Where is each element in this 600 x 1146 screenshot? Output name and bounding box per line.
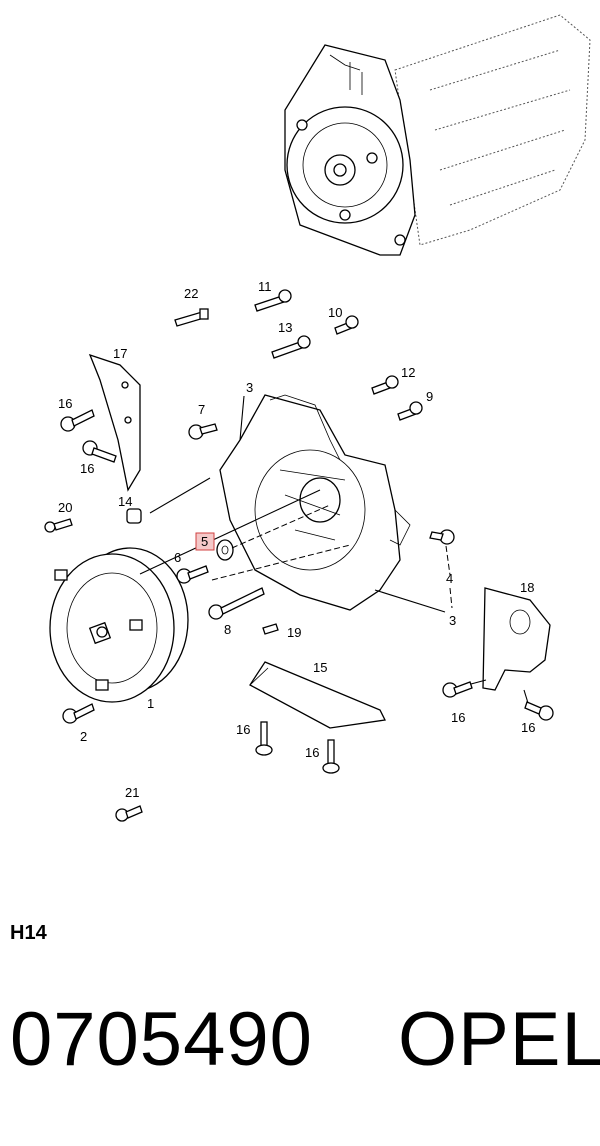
callout-17: 17 xyxy=(113,346,127,361)
callout-7: 7 xyxy=(198,402,205,417)
callout-12: 12 xyxy=(401,365,415,380)
callout-16: 16 xyxy=(80,461,94,476)
callout-18: 18 xyxy=(520,580,534,595)
callout-4: 4 xyxy=(446,571,453,586)
bracket-right xyxy=(482,587,551,691)
callout-13: 13 xyxy=(278,320,292,335)
bell-housing xyxy=(219,394,411,611)
callout-14: 14 xyxy=(118,494,132,509)
callout-10: 10 xyxy=(328,305,342,320)
callout-3: 3 xyxy=(449,613,456,628)
torque-converter xyxy=(49,547,189,703)
leader-lines xyxy=(139,395,529,704)
part-number: 0705490 xyxy=(10,997,313,1082)
fasteners xyxy=(44,289,554,822)
callout-3: 3 xyxy=(246,380,253,395)
callout-21: 21 xyxy=(125,785,139,800)
callout-labels: 1 2 3 3 4 5 6 7 8 9 10 11 12 13 14 15 16… xyxy=(58,279,535,800)
callout-16: 16 xyxy=(521,720,535,735)
transmission-assembly xyxy=(284,14,591,256)
callout-11: 11 xyxy=(258,279,272,294)
brand-name: OPEL xyxy=(398,997,600,1082)
callout-20: 20 xyxy=(58,500,72,515)
callout-9: 9 xyxy=(426,389,433,404)
callout-5-highlight xyxy=(195,532,215,551)
callout-19: 19 xyxy=(287,625,301,640)
callout-16: 16 xyxy=(305,745,319,760)
callout-2: 2 xyxy=(80,729,87,744)
cover-plate xyxy=(249,661,386,729)
exploded-parts-diagram: 1 2 3 3 4 5 6 7 8 9 10 11 12 13 14 15 16… xyxy=(44,14,591,822)
callout-16: 16 xyxy=(236,722,250,737)
callout-15: 15 xyxy=(313,660,327,675)
callout-6: 6 xyxy=(174,550,181,565)
section-code: H14 xyxy=(10,922,47,944)
callout-16: 16 xyxy=(451,710,465,725)
callout-8: 8 xyxy=(224,622,231,637)
callout-5: 5 xyxy=(201,534,208,549)
callout-16: 16 xyxy=(58,396,72,411)
callout-1: 1 xyxy=(147,696,154,711)
bracket-left xyxy=(88,353,141,492)
callout-22: 22 xyxy=(184,286,198,301)
